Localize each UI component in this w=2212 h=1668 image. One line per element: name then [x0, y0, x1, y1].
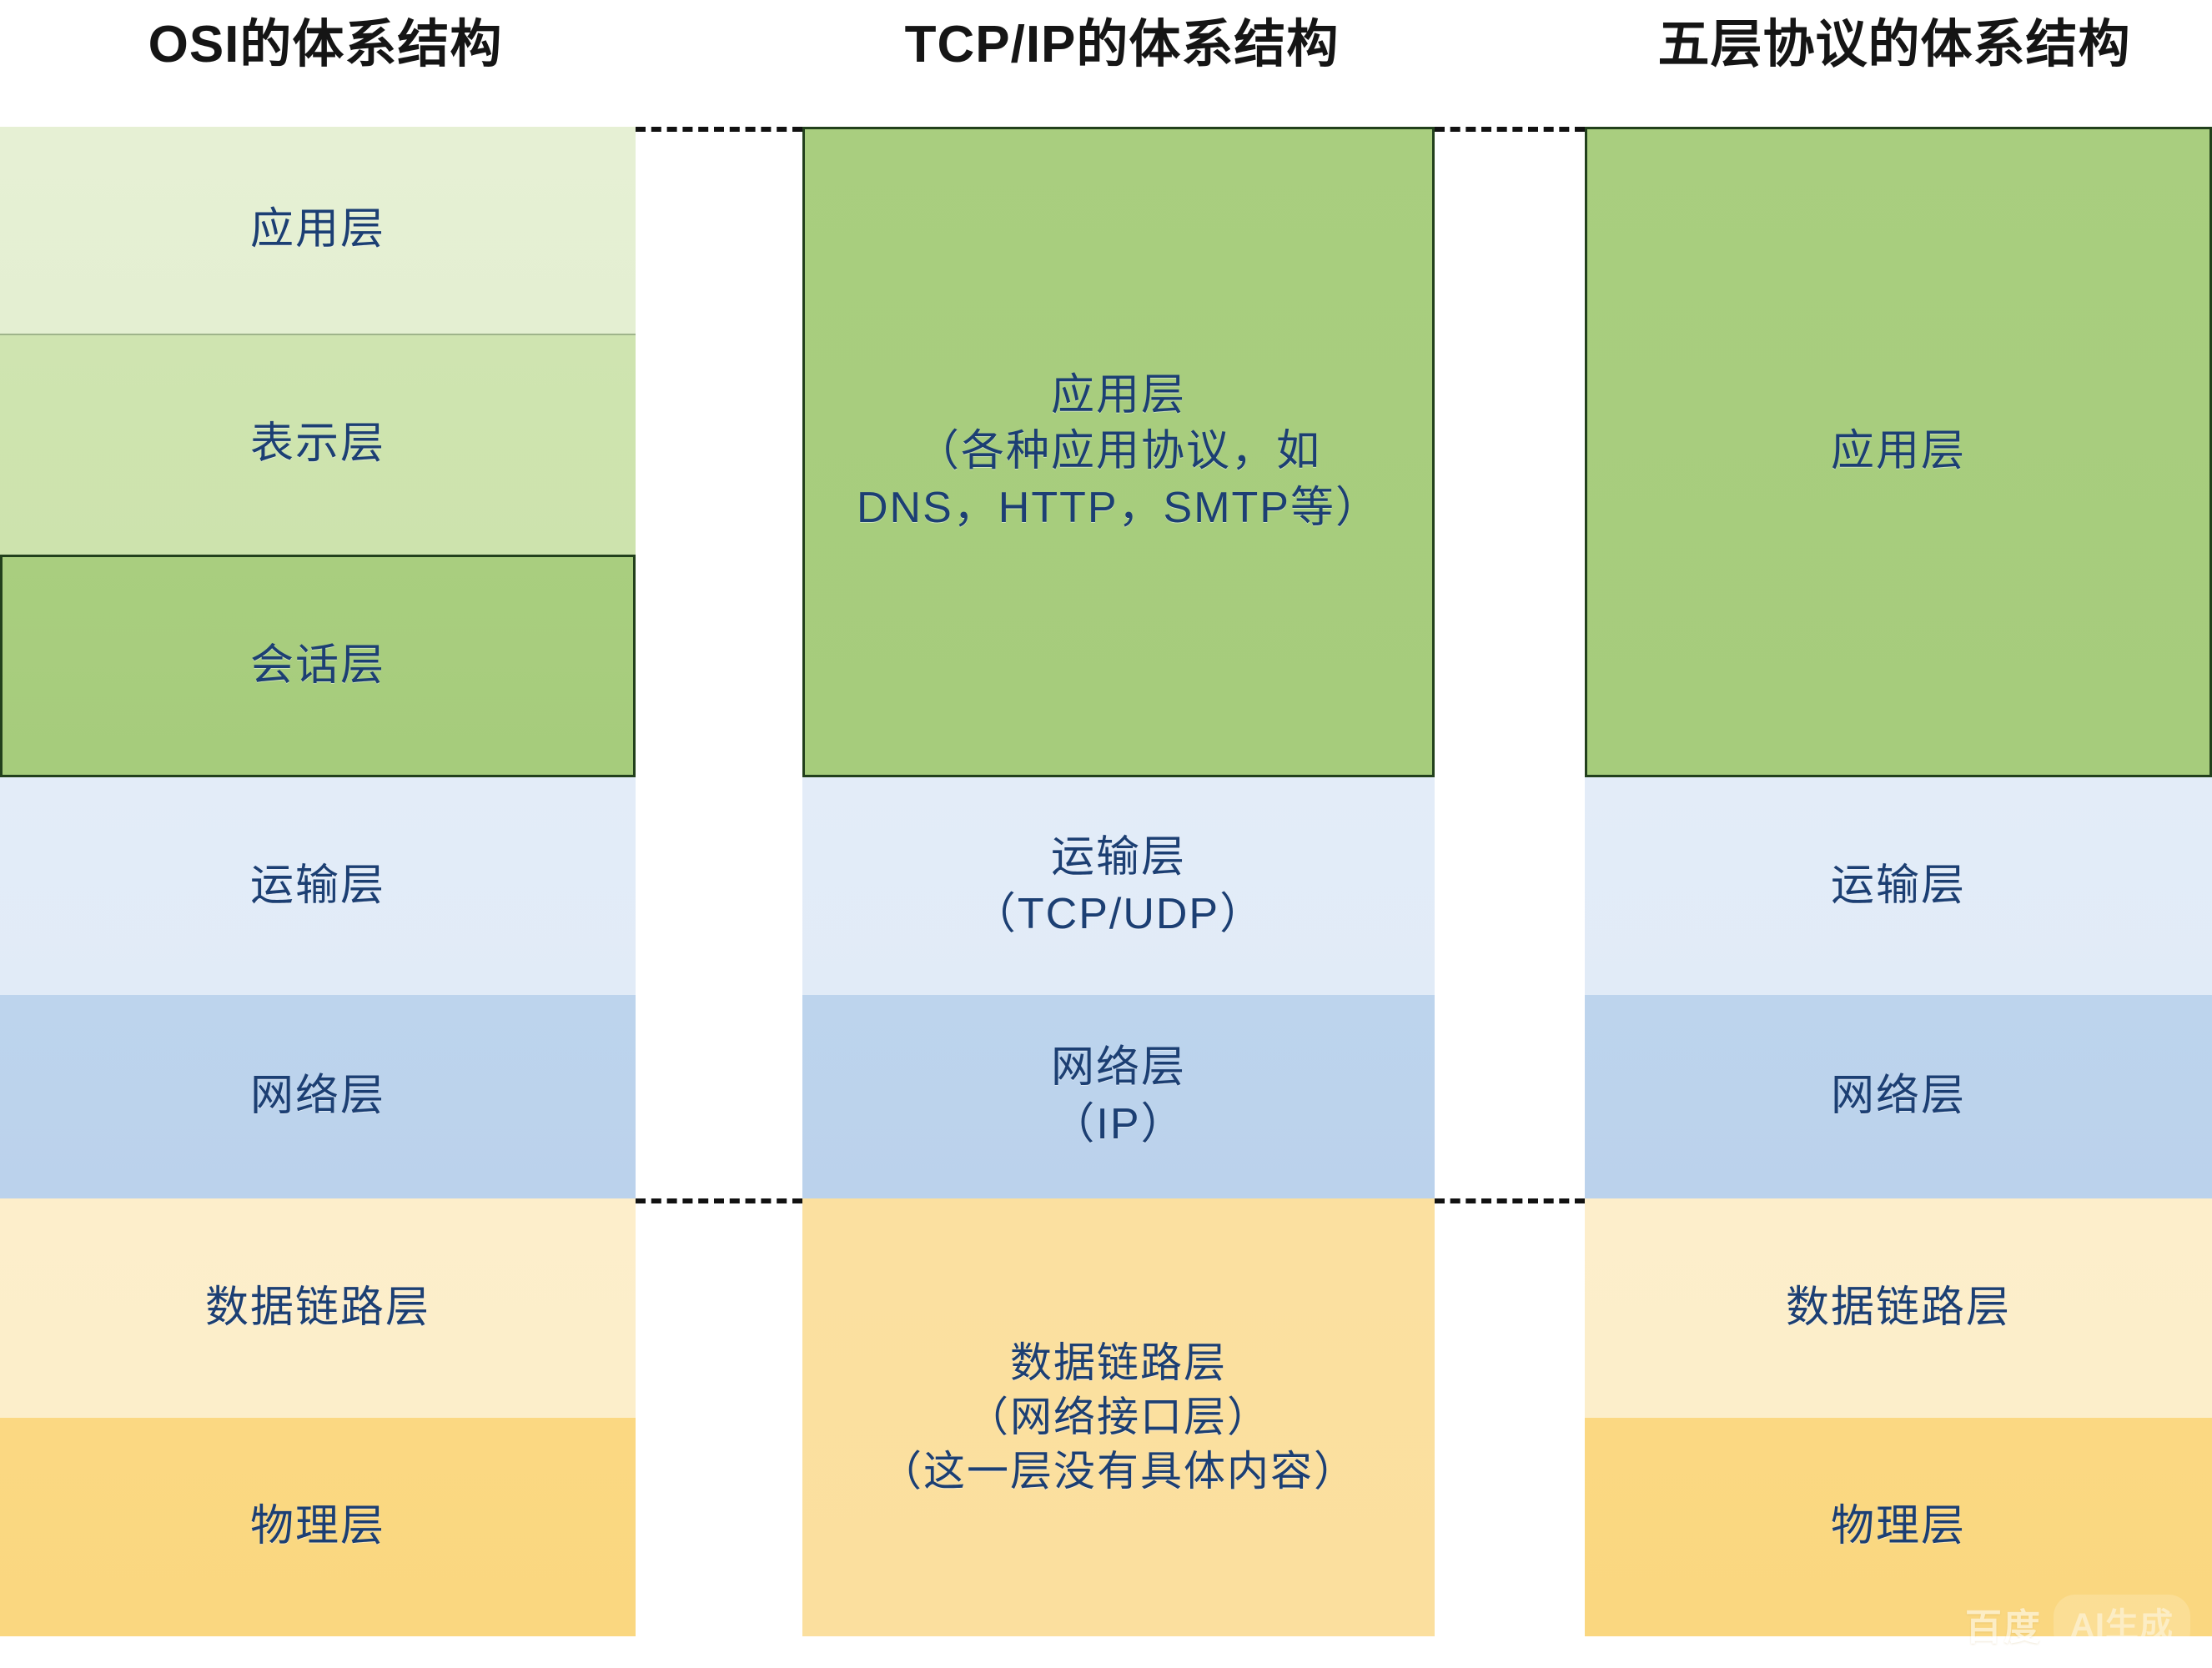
- tcpip-layer-datalink-label: 数据链路层 （网络接口层） （这一层没有具体内容）: [880, 1339, 1357, 1495]
- five-layer-network-label: 网络层: [1830, 1072, 1966, 1121]
- osi-layer-presentation-label: 表示层: [249, 419, 385, 468]
- five-layer-physical-label: 物理层: [1830, 1502, 1966, 1551]
- dashed-connector-bottom-left: [636, 1198, 802, 1203]
- dashed-connector-top-right: [1435, 127, 1585, 132]
- osi-layer-transport-label: 运输层: [249, 861, 385, 910]
- tcpip-layer-network[interactable]: 网络层 （IP）: [802, 995, 1435, 1198]
- dashed-connector-bottom-right: [1435, 1198, 1585, 1203]
- five-layer-transport-label: 运输层: [1830, 861, 1966, 910]
- osi-layer-network[interactable]: 网络层: [0, 995, 636, 1198]
- tcpip-layer-network-label: 网络层 （IP）: [1050, 1043, 1186, 1148]
- osi-layer-datalink[interactable]: 数据链路层: [0, 1198, 636, 1418]
- osi-layer-physical[interactable]: 物理层: [0, 1418, 636, 1636]
- osi-layer-presentation[interactable]: 表示层: [0, 334, 636, 555]
- osi-layer-application-label: 应用层: [249, 205, 385, 254]
- tcpip-layer-datalink[interactable]: 数据链路层 （网络接口层） （这一层没有具体内容）: [802, 1198, 1435, 1636]
- five-layer-physical[interactable]: 物理层: [1585, 1418, 2212, 1636]
- five-layer-network[interactable]: 网络层: [1585, 995, 2212, 1198]
- tcpip-layer-transport[interactable]: 运输层 （TCP/UDP）: [802, 777, 1435, 995]
- tcpip-layer-application-label: 应用层 （各种应用协议，如 DNS，HTTP，SMTP等）: [856, 370, 1380, 532]
- titles-row: OSI的体系结构 TCP/IP的体系结构 五层协议的体系结构: [0, 0, 2212, 108]
- five-layer-application[interactable]: 应用层: [1585, 127, 2212, 777]
- osi-layer-transport[interactable]: 运输层: [0, 777, 636, 995]
- five-layer-transport[interactable]: 运输层: [1585, 777, 2212, 995]
- osi-layer-session-label: 会话层: [249, 641, 385, 690]
- osi-layer-application[interactable]: 应用层: [0, 127, 636, 334]
- page-title-osi: OSI的体系结构: [148, 16, 503, 73]
- osi-layer-network-label: 网络层: [249, 1072, 385, 1121]
- five-layer-datalink-label: 数据链路层: [1785, 1283, 2011, 1332]
- five-layer-application-label: 应用层: [1830, 427, 1966, 476]
- page-title-tcpip: TCP/IP的体系结构: [904, 16, 1340, 73]
- osi-layer-session[interactable]: 会话层: [0, 555, 636, 777]
- five-layer-datalink[interactable]: 数据链路层: [1585, 1198, 2212, 1418]
- osi-layer-physical-label: 物理层: [249, 1502, 385, 1551]
- tcpip-layer-application[interactable]: 应用层 （各种应用协议，如 DNS，HTTP，SMTP等）: [802, 127, 1435, 777]
- osi-layer-datalink-label: 数据链路层: [204, 1283, 430, 1332]
- dashed-connector-top-left: [636, 127, 802, 132]
- page-title-five-layer: 五层协议的体系结构: [1657, 16, 2131, 73]
- tcpip-layer-transport-label: 运输层 （TCP/UDP）: [972, 832, 1265, 938]
